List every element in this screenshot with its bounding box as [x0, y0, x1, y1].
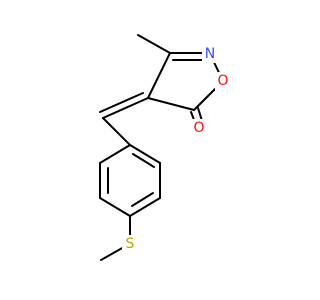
molecule-structure: N O O S	[99, 34, 231, 261]
bond-c4-methylidene-double	[99, 92, 144, 113]
benzene-bond-3	[129, 197, 161, 217]
nitrogen-label: N	[205, 46, 215, 62]
bond-methylidene-phenyl	[102, 117, 131, 146]
bond-c4-methylidene	[102, 97, 149, 119]
carbonyl-oxygen-label: O	[193, 120, 204, 136]
nitrogen-atom: N	[202, 45, 218, 63]
benzene-bond-4	[99, 197, 131, 217]
bond-c5-c4	[147, 97, 195, 111]
bond-methyl-c3	[137, 34, 171, 54]
bond-c3-c4	[147, 52, 171, 99]
sulfur-label: S	[126, 236, 135, 252]
carbonyl-oxygen-atom: O	[191, 119, 207, 137]
bond-s-methyl	[100, 246, 125, 261]
benzene-inner-double-2	[131, 192, 154, 207]
benzene-bond-6	[99, 144, 131, 164]
benzene-bond-1	[129, 144, 161, 164]
ring-oxygen-label: O	[217, 73, 228, 89]
ring-oxygen-atom: O	[215, 72, 231, 90]
benzene-inner-double-1	[132, 153, 155, 168]
sulfur-atom: S	[122, 235, 138, 253]
